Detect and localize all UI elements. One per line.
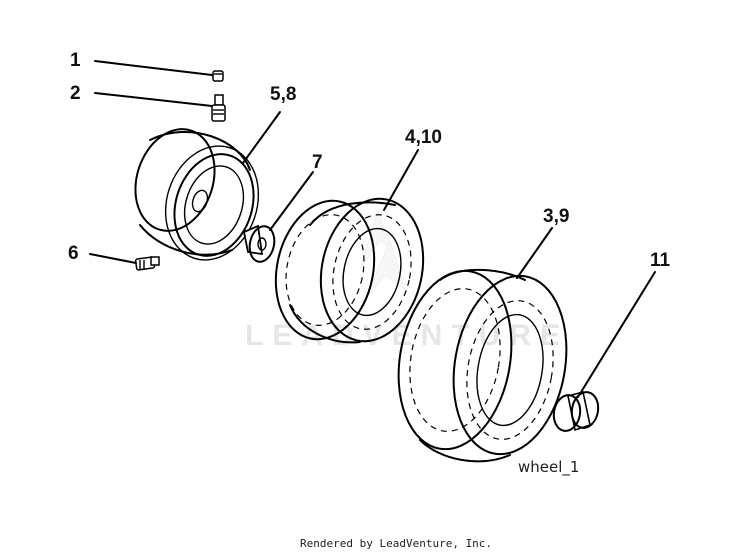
diagram-caption: wheel_1 bbox=[518, 458, 579, 477]
bolt-part bbox=[134, 256, 160, 271]
leader-line-4-10 bbox=[383, 149, 419, 211]
hub-cap-part bbox=[552, 391, 600, 432]
callout-7: 7 bbox=[312, 152, 323, 173]
callout-2: 2 bbox=[70, 83, 81, 104]
footer-credit: Rendered by LeadVenture, Inc. bbox=[300, 537, 492, 550]
outer-tire-part bbox=[397, 268, 568, 463]
valve-stem-part bbox=[211, 94, 226, 122]
leader-line-11 bbox=[577, 271, 656, 398]
leader-line-5-8 bbox=[242, 111, 281, 164]
callout-11: 11 bbox=[650, 250, 671, 271]
rim-part bbox=[134, 128, 260, 261]
callout-3-9: 3,9 bbox=[543, 206, 569, 227]
callout-5-8: 5,8 bbox=[270, 84, 296, 105]
leader-line-3-9 bbox=[516, 227, 553, 279]
leader-line-2 bbox=[94, 92, 213, 107]
callout-1: 1 bbox=[70, 50, 81, 71]
leader-line-6 bbox=[89, 253, 137, 264]
leader-line-7 bbox=[269, 171, 314, 231]
leader-line-1 bbox=[94, 60, 213, 76]
callout-4-10: 4,10 bbox=[405, 127, 442, 148]
valve-cap-part bbox=[212, 70, 224, 82]
bushing-part bbox=[242, 224, 276, 263]
callout-6: 6 bbox=[68, 243, 79, 264]
